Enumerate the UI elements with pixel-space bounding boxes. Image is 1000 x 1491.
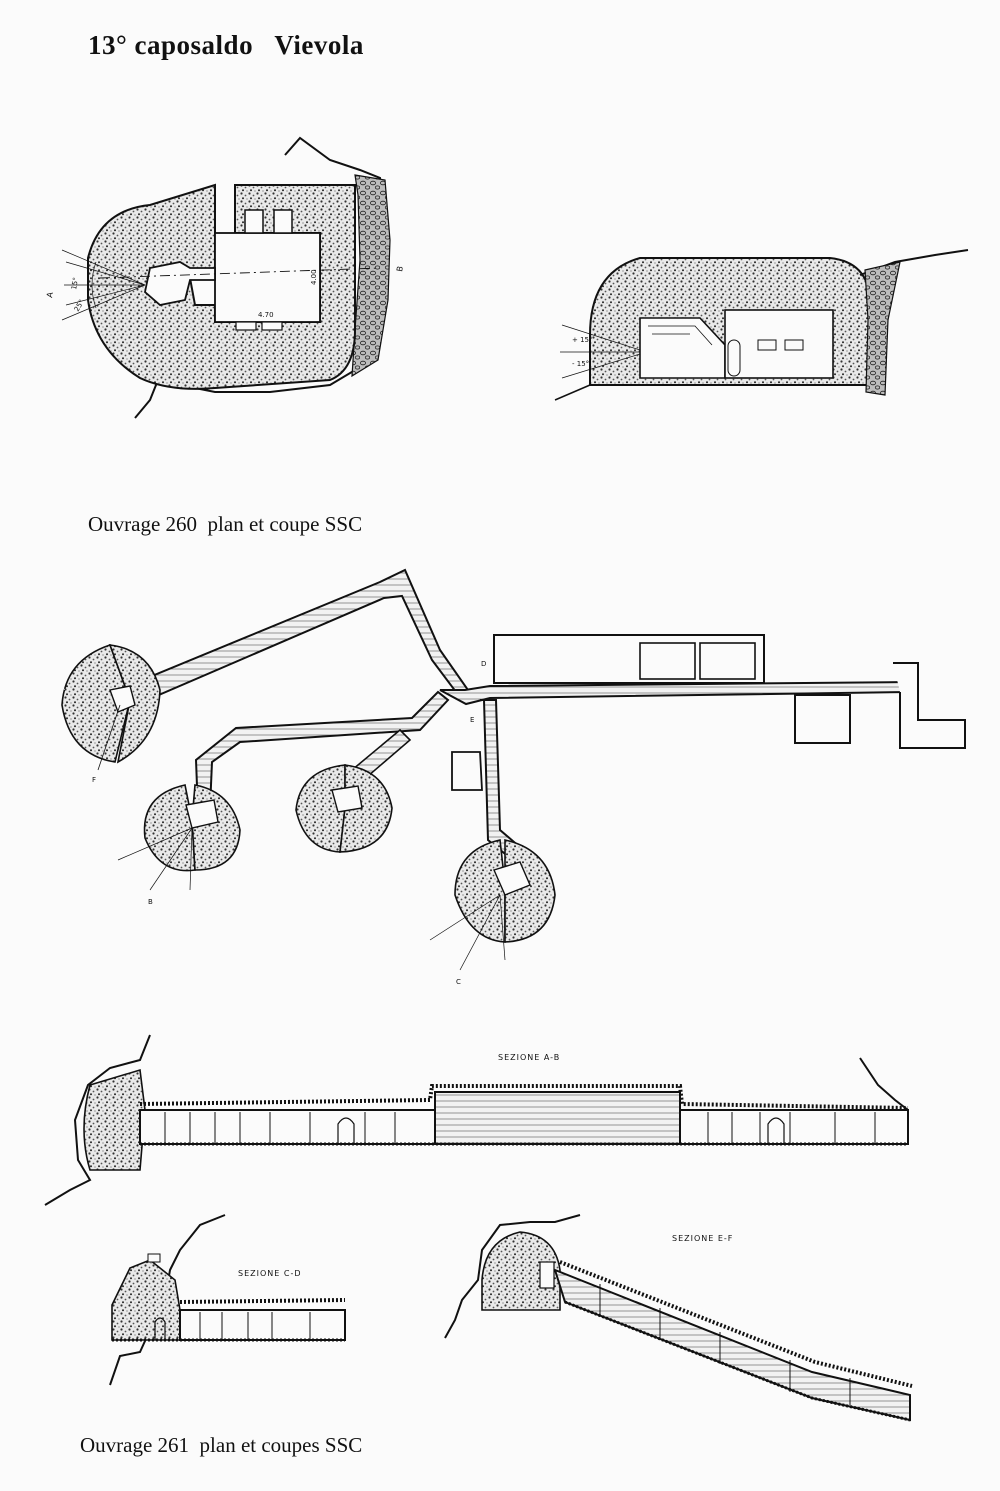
plan-marker-b: B — [148, 898, 153, 906]
ouvrage-260-section: + 15° - 15° — [554, 249, 969, 401]
angle-label-a: 15° — [70, 277, 80, 291]
plan-marker-c: C — [456, 978, 461, 986]
page-heading: 13° caposaldo Vievola — [88, 30, 364, 60]
section-ab-drawing: SEZIONE A-B — [44, 1034, 909, 1206]
dimension-height: 4.00 — [310, 269, 318, 285]
ouvrage-261-plan: F D E B — [60, 568, 966, 986]
plan-marker-a: A — [60, 684, 65, 692]
ouvrage-260-caption: Ouvrage 260 plan et coupe SSC — [88, 512, 363, 536]
section-cd-drawing: SEZIONE C-D — [109, 1214, 346, 1386]
section-cd-title: SEZIONE C-D — [238, 1269, 301, 1278]
section-ab-title: SEZIONE A-B — [498, 1053, 560, 1062]
plan-marker-a: A — [45, 290, 55, 298]
angle-down-label: - 15° — [572, 360, 589, 368]
section-ef-title: SEZIONE E-F — [672, 1234, 733, 1243]
dimension-width: 4.70 — [258, 311, 274, 319]
ouvrage-260-plan: A B 15° 25° 4.00 4.70 — [45, 136, 405, 419]
section-ef-drawing: SEZIONE E-F — [444, 1214, 913, 1422]
plan-marker-b: B — [395, 264, 405, 272]
angle-up-label: + 15° — [572, 336, 593, 344]
plan-marker-f: F — [92, 776, 96, 784]
plan-marker-e: E — [470, 716, 474, 724]
ouvrage-261-caption: Ouvrage 261 plan et coupes SSC — [80, 1433, 363, 1457]
plan-marker-d: D — [481, 660, 486, 668]
